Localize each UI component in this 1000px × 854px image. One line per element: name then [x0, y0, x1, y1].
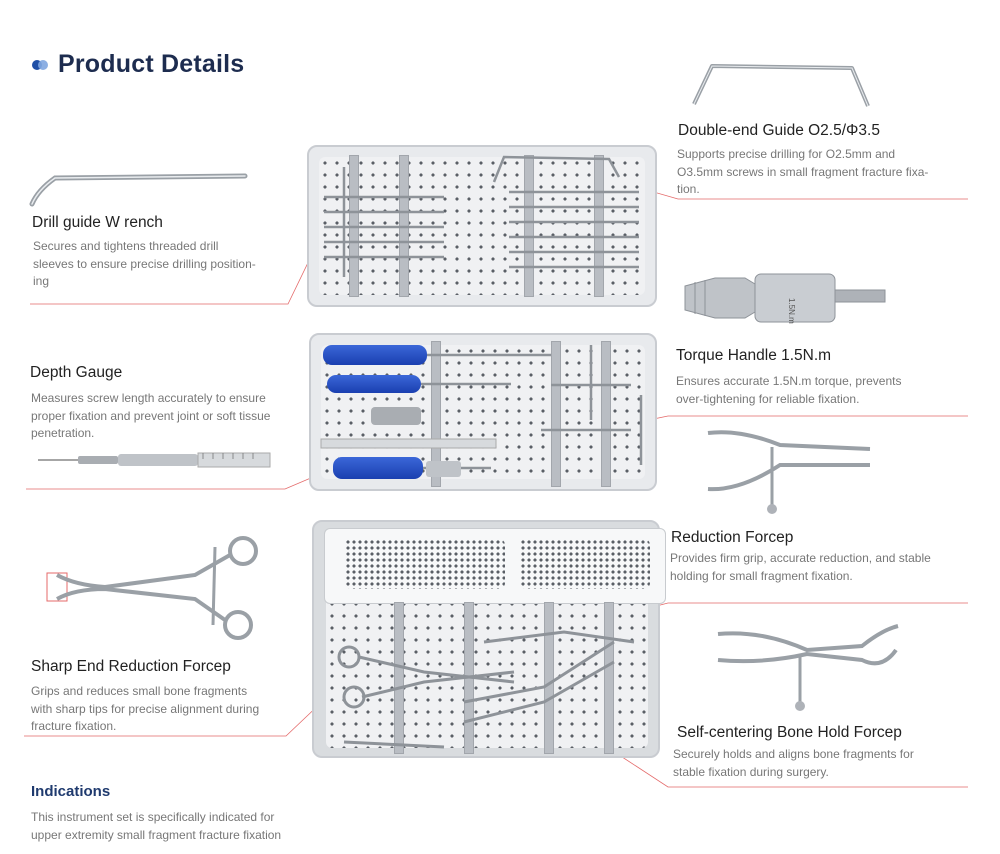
section-header: Product Details [32, 50, 244, 79]
bottom-tray-instruments [337, 630, 635, 749]
indications-text: This instrument set is specifically indi… [31, 809, 281, 844]
desc-line: Supports precise drilling for O2.5mm and [677, 147, 896, 161]
desc-line: Securely holds and aligns bone fragments… [673, 747, 914, 761]
double-end-guide-image [692, 64, 870, 107]
desc-line: proper fixation and prevent joint or sof… [31, 408, 271, 423]
torque-engraving: 1.5N.m [787, 298, 796, 324]
depth-gauge-title: Depth Gauge [30, 364, 123, 381]
torque-handle-desc: Ensures accurate 1.5N.m torque, prevents… [676, 373, 901, 408]
drill-guide-wrench-desc: Secures and tightens threaded drill slee… [33, 238, 256, 291]
title-bullet-icon [32, 59, 48, 70]
top-instrument-tray [307, 145, 657, 307]
sharp-end-forcep-title: Sharp End Reduction Forcep [31, 658, 231, 675]
torque-handle-image: 1.5N.m [684, 273, 886, 324]
bottom-instrument-tray [312, 520, 666, 758]
self-centering-forcep-title: Self-centering Bone Hold Forcep [677, 724, 902, 741]
desc-line: tion. [677, 182, 700, 196]
desc-line: over-tightening for reliable fixation. [676, 391, 860, 406]
double-end-guide-title: Double-end Guide O2.5/Φ3.5 [678, 122, 880, 139]
desc-line: ing [33, 274, 50, 288]
desc-line: Grips and reduces small bone fragments [31, 684, 248, 698]
middle-tray-instruments [320, 345, 643, 477]
middle-instrument-tray [309, 333, 657, 491]
screwdriver-handle-1 [323, 345, 427, 365]
desc-line: with sharp tips for precise alignment du… [31, 701, 260, 716]
screwdriver-handle-3 [333, 457, 423, 479]
desc-line: stable fixation during surgery. [673, 764, 829, 779]
desc-line: Provides firm grip, accurate reduction, … [670, 551, 931, 565]
desc-line: Secures and tightens threaded drill [33, 239, 219, 253]
desc-line: penetration. [31, 426, 95, 440]
indications-line: This instrument set is specifically indi… [31, 810, 275, 824]
page-title: Product Details [58, 50, 245, 78]
double-end-guide-desc: Supports precise drilling for O2.5mm and… [677, 146, 928, 199]
drill-guide-wrench-title: Drill guide W rench [32, 214, 163, 231]
reduction-forcep-image [707, 430, 871, 514]
top-tray-instruments [324, 155, 639, 277]
reduction-forcep-desc: Provides firm grip, accurate reduction, … [670, 550, 931, 585]
drill-guide-wrench-image [29, 173, 248, 207]
torque-handle-title: Torque Handle 1.5N.m [676, 347, 832, 364]
sharp-end-forcep-desc: Grips and reduces small bone fragments w… [31, 683, 259, 736]
depth-gauge-desc: Measures screw length accurately to ensu… [31, 390, 270, 443]
reduction-forcep-title: Reduction Forcep [671, 529, 794, 546]
self-centering-forcep-image [717, 624, 899, 711]
screwdriver-handle-2 [327, 375, 421, 393]
desc-line: fracture fixation. [31, 719, 117, 733]
indications-title: Indications [31, 783, 111, 800]
desc-line: sleeves to ensure precise drilling posit… [33, 256, 256, 271]
indications-line: upper extremity small fragment fracture … [31, 827, 282, 842]
sharp-end-reduction-forcep-image [46, 536, 258, 640]
desc-line: holding for small fragment fixation. [670, 568, 853, 583]
tray-lid-insert [324, 528, 666, 604]
depth-gauge-image [38, 452, 271, 468]
desc-line: Ensures accurate 1.5N.m torque, prevents [676, 374, 902, 388]
self-centering-forcep-desc: Securely holds and aligns bone fragments… [673, 746, 914, 781]
desc-line: O3.5mm screws in small fragment fracture… [677, 164, 929, 179]
desc-line: Measures screw length accurately to ensu… [31, 391, 266, 405]
